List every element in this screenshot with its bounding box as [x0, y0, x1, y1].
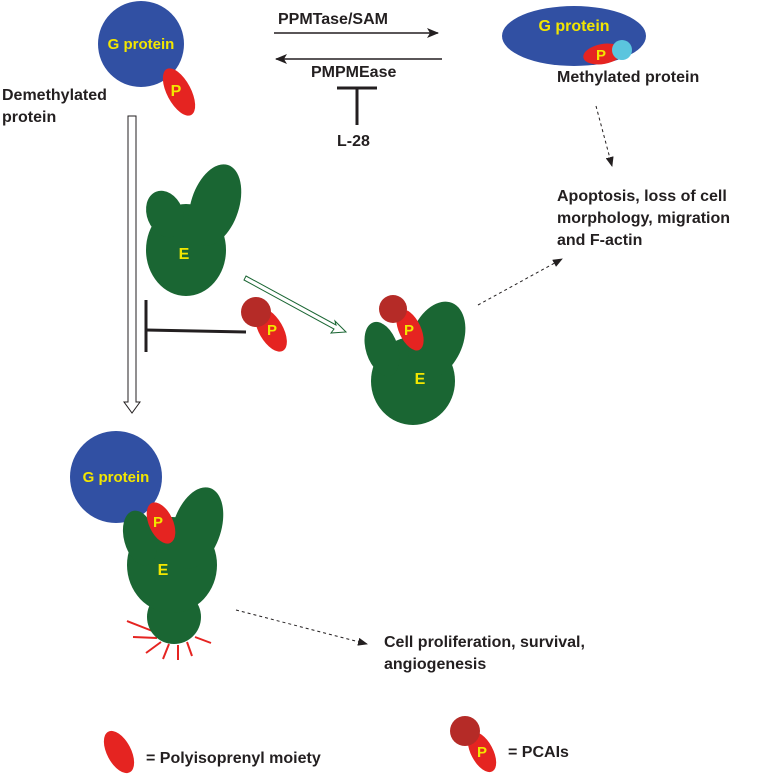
pcai-head: [379, 295, 407, 323]
polyisoprenyl-legend-label: = Polyisoprenyl moiety: [146, 750, 321, 767]
p-label: P: [596, 47, 606, 64]
pcai-inhibition-bar: [144, 300, 247, 352]
p-label: P: [171, 83, 182, 100]
pcai-head: [450, 716, 480, 746]
demethylated-g-protein: G protein P: [98, 1, 196, 116]
polyisoprenyl-moiety: [162, 68, 196, 116]
polyisoprenyl-moiety: [146, 502, 176, 544]
dotted-arrow-pcai-to-apoptosis: [477, 258, 563, 306]
hollow-down-arrow: [123, 115, 141, 414]
l28-label: L-28: [337, 133, 370, 150]
methyl-group: [612, 40, 632, 60]
signaling-spikes: [126, 620, 212, 660]
p-label: P: [153, 514, 163, 531]
ppmtase-sam-label: PPMTase/SAM: [278, 11, 388, 28]
g-protein-enzyme-complex: G protein P E: [70, 431, 224, 660]
demethylated-caption-line1: Demethylated: [2, 87, 107, 104]
polyisoprenyl-legend-icon: [103, 730, 135, 774]
legend-polyisoprenyl: = Polyisoprenyl moiety: [103, 730, 321, 774]
l28-inhibition-bar: [337, 86, 377, 125]
e-label: E: [158, 562, 169, 579]
proliferation-line1: Cell proliferation, survival,: [384, 634, 585, 651]
legend-pcai: P = PCAIs: [450, 716, 569, 773]
g-protein-label: G protein: [108, 36, 175, 53]
proliferation-line2: angiogenesis: [384, 656, 486, 673]
enzyme-free: E: [146, 164, 242, 296]
polyisoprenyl-moiety: [396, 309, 424, 351]
pcai-legend-label: = PCAIs: [508, 744, 569, 761]
enzyme-pcai-complex: P E: [364, 295, 466, 425]
p-label: P: [404, 322, 414, 339]
dotted-arrow-to-proliferation: [235, 609, 368, 646]
apoptosis-line1: Apoptosis, loss of cell: [557, 188, 727, 205]
p-label: P: [267, 322, 277, 339]
methylated-g-protein: G protein P: [502, 6, 646, 66]
pcai-head: [241, 297, 271, 327]
apoptosis-line2: morphology, migration: [557, 210, 730, 227]
methylated-caption: Methylated protein: [557, 69, 699, 86]
pcai-inhibitor: P: [241, 297, 287, 352]
p-label: P: [477, 744, 487, 761]
g-protein-circle: [70, 431, 162, 523]
g-protein-label: G protein: [83, 469, 150, 486]
apoptosis-line3: and F-actin: [557, 232, 642, 249]
e-label: E: [415, 371, 426, 388]
g-protein-label: G protein: [538, 18, 609, 35]
pmpmease-label: PMPMEase: [311, 64, 396, 81]
demethylated-caption-line2: protein: [2, 109, 56, 126]
open-green-arrow: [243, 275, 348, 334]
dotted-arrow-to-apoptosis: [595, 105, 614, 167]
e-label: E: [179, 246, 190, 263]
